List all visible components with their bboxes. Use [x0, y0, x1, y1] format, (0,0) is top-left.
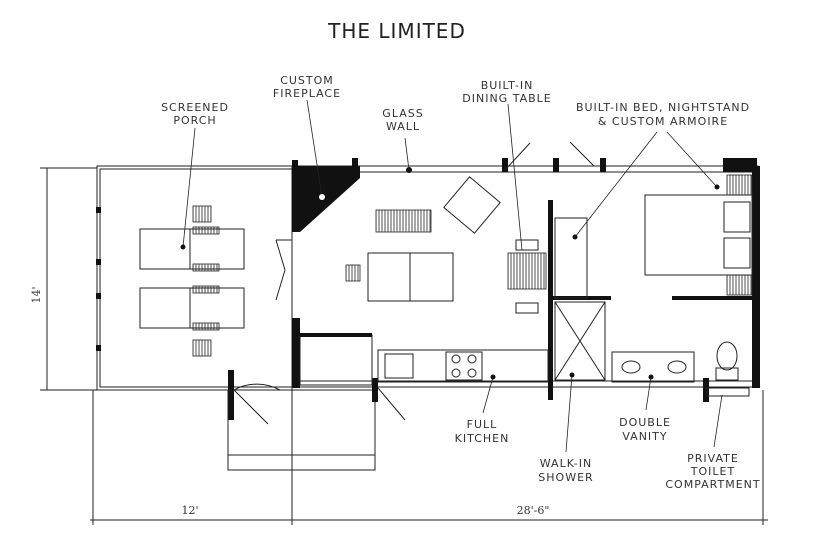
label-bed-armoire: BUILT-IN BED, NIGHTSTAND& CUSTOM ARMOIRE: [576, 101, 750, 128]
leader-lines: [180, 99, 723, 453]
side-table: [192, 339, 212, 357]
stove: [445, 351, 483, 381]
rug: [375, 209, 432, 233]
dimension-porch-length: 12': [181, 504, 198, 517]
armchair: [443, 176, 501, 234]
lounge-chair: [139, 226, 245, 272]
dimension-house-length: 28'-6": [517, 504, 550, 517]
fireplace: [292, 166, 360, 232]
double-vanity: [611, 351, 695, 383]
side-table: [192, 205, 212, 223]
bed: [644, 174, 753, 296]
plan-title: THE LIMITED: [327, 19, 466, 43]
dimension-width: 14': [30, 286, 43, 303]
screened-porch: [96, 165, 376, 471]
dining-table: [507, 252, 547, 290]
sink: [384, 353, 414, 379]
side-table: [345, 264, 361, 282]
toilet: [716, 341, 738, 371]
armoire: [554, 217, 588, 299]
lounge-chair: [139, 285, 245, 331]
dimension-lines: [40, 167, 768, 525]
walk-in-shower: [554, 301, 606, 381]
kitchen-counter: [377, 349, 549, 383]
